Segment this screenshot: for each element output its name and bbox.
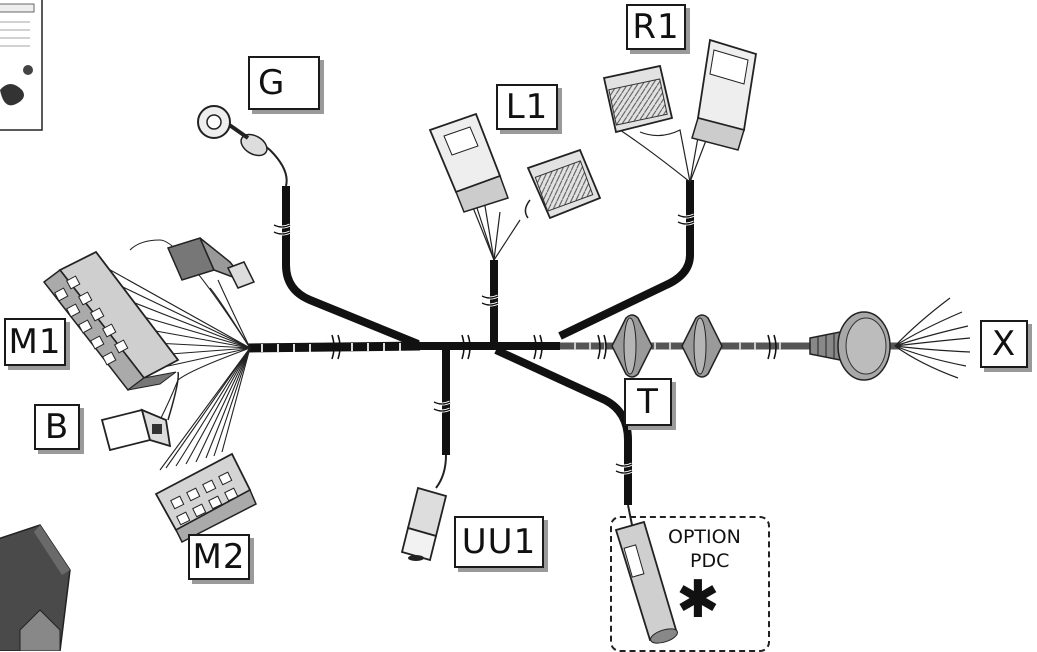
- pdc-sensor: [614, 520, 678, 644]
- main-harness-trunk: [247, 334, 900, 360]
- label-m2-text: M2: [192, 537, 246, 577]
- m1-wire-fan: [95, 239, 251, 471]
- option-line1: OPTION: [668, 526, 741, 548]
- option-asterisk-icon: ✱: [676, 570, 720, 630]
- r1-connector-b: [602, 64, 674, 134]
- label-l1: L1: [496, 84, 558, 130]
- label-uu1: UU1: [454, 516, 544, 568]
- small-relay-connector: [166, 237, 256, 289]
- l1-branch: [428, 112, 602, 346]
- label-r1-text: R1: [632, 7, 680, 47]
- ground-branch: [197, 105, 420, 348]
- l1-connector-b: [524, 148, 602, 220]
- label-x-text: X: [991, 324, 1017, 364]
- grommet-2: [681, 314, 723, 378]
- manual-booklet-icon: [0, 0, 43, 131]
- label-b-text: B: [44, 407, 70, 447]
- uu1-branch: [400, 346, 451, 562]
- uu1-connector: [400, 486, 448, 562]
- label-uu1-text: UU1: [461, 522, 537, 562]
- m1-connector: [42, 250, 180, 392]
- control-module-icon: [0, 524, 71, 651]
- label-r1: R1: [626, 4, 686, 50]
- b-connector: [100, 371, 180, 452]
- l1-connector-a: [428, 112, 509, 213]
- label-l1-text: L1: [505, 87, 549, 127]
- r1-connector-a: [691, 38, 758, 151]
- label-m1: M1: [4, 318, 66, 366]
- label-b: B: [34, 404, 80, 450]
- label-t-text: T: [637, 382, 659, 422]
- label-x: X: [980, 320, 1028, 368]
- loose-wire-ends: [894, 297, 971, 379]
- label-g: G: [248, 56, 320, 110]
- label-g-text: G: [258, 63, 286, 103]
- label-t: T: [624, 378, 672, 426]
- label-m1-text: M1: [8, 322, 62, 362]
- plug-boot: [809, 311, 891, 381]
- r1-branch: [558, 38, 758, 340]
- label-m2: M2: [188, 534, 250, 580]
- option-line2: PDC: [690, 550, 730, 572]
- pdc-branch: [494, 346, 678, 644]
- grommet-1: [611, 314, 653, 378]
- m2-connector: [154, 452, 257, 544]
